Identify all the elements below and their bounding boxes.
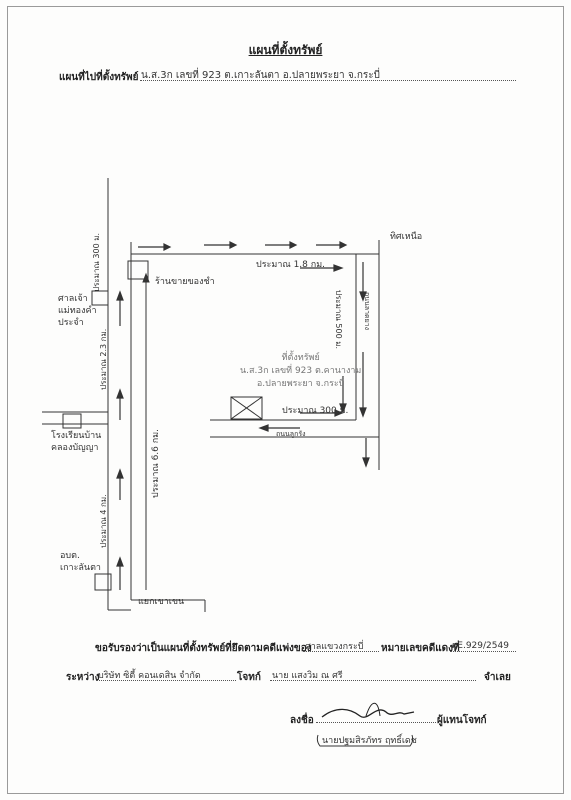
map-label-distance-top: ประมาณ 1.8 กม. xyxy=(256,260,325,270)
case-no-value: ผE.929/2549 xyxy=(452,641,509,651)
plaintiff-label: โจทก์ xyxy=(237,672,261,683)
certify-label: ขอรับรองว่าเป็นแผนที่ตั้งทรัพย์ที่ยึดตาม… xyxy=(95,643,312,654)
map-label-district: อบต. เกาะลันตา xyxy=(60,551,101,573)
map-label-north: ทิศเหนือ xyxy=(390,232,423,242)
plaintiff-value: บริษัท ซิตี้ คอนเดสิน จำกัด xyxy=(98,671,201,681)
map-label-soi: ถนนลูกรัง xyxy=(276,430,306,438)
signer-name: นายปฐมสิรภัทร ฤทธิ์เดช xyxy=(322,736,417,746)
map-label-distance-300: ประมาณ 300 ม. xyxy=(282,406,349,416)
page-title: แผนที่ตั้งทรัพย์ xyxy=(248,43,323,57)
representative-label: ผู้แทนโจทก์ xyxy=(437,715,487,726)
location-label: แผนที่ไปที่ตั้งทรัพย์ xyxy=(59,72,139,83)
map-label-shop: ร้านขายของชำ xyxy=(155,277,215,287)
map-label-junction: แยกเขาเขน xyxy=(138,597,185,607)
between-label: ระหว่าง xyxy=(66,672,100,683)
location-value: น.ส.3ก เลขที่ 923 ต.เกาะลันตา อ.ปลายพระย… xyxy=(141,70,380,81)
map-label-school: โรงเรียนบ้าน คลองบัญญา xyxy=(51,431,102,453)
map-label-property: ที่ตั้งทรัพย์ น.ส.3ก เลขที่ 923 ต.คานางา… xyxy=(240,353,362,389)
defendant-value: นาย แสงวิม ณ ศรี xyxy=(272,671,343,681)
sign-label: ลงชื่อ xyxy=(290,715,314,726)
court-value: ศาลแขวงกระบี่ xyxy=(305,642,364,652)
case-no-label: หมายเลขคดีแดงที่ xyxy=(381,643,460,654)
page-border xyxy=(7,6,564,794)
map-label-temple: ศาลเจ้า แม่ทองคำ ประจำ xyxy=(58,294,97,328)
defendant-label: จำเลย xyxy=(484,672,511,683)
